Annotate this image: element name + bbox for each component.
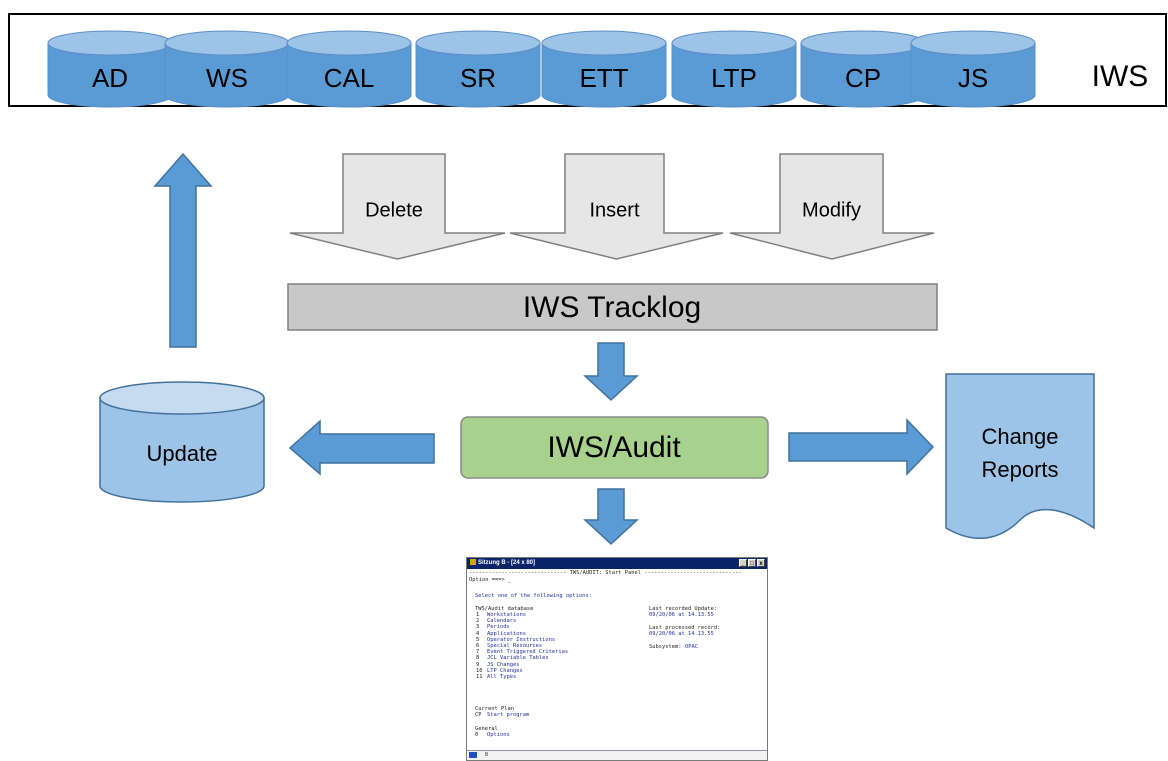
db-option-number: 7 xyxy=(476,649,480,656)
db-option-number: 3 xyxy=(476,624,480,631)
plan-item-num: CP xyxy=(475,712,482,718)
db-option-number: 10 xyxy=(476,667,483,674)
terminal-app-icon xyxy=(470,559,476,565)
plan-item-label[interactable]: Start program xyxy=(487,712,530,718)
database-label: SR xyxy=(460,63,496,93)
database-cylinder-ad: AD xyxy=(47,30,173,108)
audit-label: IWS/Audit xyxy=(547,431,681,464)
terminal-title: Sitzung B - [24 x 80] xyxy=(478,560,536,566)
operation-arrow-delete: Delete xyxy=(289,153,506,260)
db-option-label[interactable]: Periods xyxy=(487,624,510,631)
operation-arrow-insert: Insert xyxy=(509,153,724,260)
database-label: WS xyxy=(206,63,248,93)
status-indicator xyxy=(469,752,477,758)
up-arrow xyxy=(153,152,213,348)
minimize-icon[interactable]: _ xyxy=(739,559,747,567)
database-label: LTP xyxy=(711,63,757,93)
db-option-label[interactable]: LTP Changes xyxy=(487,667,523,674)
tracklog-label: IWS Tracklog xyxy=(523,291,701,324)
database-cylinder-js: JS xyxy=(910,30,1036,108)
section-plan-title: Current Plan xyxy=(475,706,514,712)
section-general-title: General xyxy=(475,726,498,732)
db-option-label[interactable]: Event Triggered Criterias xyxy=(487,649,569,656)
database-cylinder-sr: SR xyxy=(415,30,541,108)
subsystem-value: OPAC xyxy=(685,644,698,650)
update-label: Update xyxy=(147,441,218,466)
subsystem-label: Subsystem: xyxy=(649,644,682,650)
database-cylinder-ett: ETT xyxy=(541,30,667,108)
db-option-label[interactable]: Workstations xyxy=(487,612,526,618)
update-database xyxy=(99,381,265,503)
operation-label: Modify xyxy=(802,199,861,221)
database-cylinder-ws: WS xyxy=(164,30,290,108)
change-reports-document xyxy=(945,373,1095,540)
right-arrow-reports xyxy=(788,418,935,476)
database-label: CAL xyxy=(324,63,375,93)
db-option-label[interactable]: JCL Variable Tables xyxy=(487,655,549,662)
last-processed-label: Last processed record: xyxy=(649,625,721,631)
last-update-label: Last recorded Update: xyxy=(649,606,718,612)
operation-arrows: Delete Insert Modify xyxy=(289,153,935,260)
last-update-value: 09/20/06 at 14.13.55 xyxy=(649,612,714,618)
last-processed-value: 09/20/06 at 14.13.55 xyxy=(649,631,714,637)
db-option-number: 11 xyxy=(476,674,483,680)
audit-box xyxy=(460,416,769,479)
instruction-text: Select one of the following options: xyxy=(475,593,592,599)
db-option-number: 6 xyxy=(476,643,480,649)
operation-label: Insert xyxy=(589,199,639,221)
status-text: B xyxy=(485,752,489,758)
database-label: ETT xyxy=(579,63,628,93)
db-option-label[interactable]: Operator Instructions xyxy=(487,636,556,643)
terminal-window: Sitzung B - [24 x 80] _ □ x ------------… xyxy=(466,557,768,761)
db-option-label[interactable]: Special Resources xyxy=(487,643,543,649)
down-arrow-terminal xyxy=(583,488,639,546)
terminal-titlebar: Sitzung B - [24 x 80] _ □ x xyxy=(467,558,767,569)
db-option-number: 5 xyxy=(476,636,480,643)
database-cylinder-ltp: LTP xyxy=(671,30,797,108)
operation-arrow-modify: Modify xyxy=(729,153,935,260)
database-label: JS xyxy=(958,63,988,93)
db-option-label[interactable]: JS Changes xyxy=(487,661,520,668)
db-option-number: 8 xyxy=(476,655,480,662)
iws-label: IWS xyxy=(1092,60,1149,93)
close-icon[interactable]: x xyxy=(757,559,765,567)
maximize-icon[interactable]: □ xyxy=(748,559,756,567)
general-item-num: 0 xyxy=(475,732,479,738)
left-arrow-update xyxy=(288,419,435,476)
database-cylinder-cp: CP xyxy=(800,30,926,108)
option-prompt[interactable]: Option ===> _ xyxy=(469,577,512,583)
general-item-label[interactable]: Options xyxy=(487,732,510,738)
db-option-number: 1 xyxy=(476,612,480,618)
db-option-label[interactable]: Applications xyxy=(487,630,526,637)
database-cylinder-cal: CAL xyxy=(286,30,412,108)
panel-header: ------------------------------ TWS/AUDIT… xyxy=(469,570,742,576)
down-arrow-tracklog xyxy=(583,342,639,402)
change-reports-line1: Change xyxy=(981,424,1058,449)
db-option-label[interactable]: Calendars xyxy=(487,618,517,625)
operation-label: Delete xyxy=(365,199,423,221)
db-option-number: 9 xyxy=(476,661,480,668)
database-cylinders: AD WS CAL SR ETT LTP CP JS xyxy=(47,30,1036,108)
database-label: CP xyxy=(845,63,881,93)
db-option-label[interactable]: All Types xyxy=(487,674,517,680)
db-option-number: 4 xyxy=(476,630,480,637)
terminal-statusbar: B xyxy=(467,750,767,760)
tracklog-box xyxy=(287,283,938,331)
database-label: AD xyxy=(92,63,128,93)
change-reports-line2: Reports xyxy=(981,457,1058,482)
db-option-number: 2 xyxy=(476,618,480,625)
section-db-title: TWS/Audit database xyxy=(475,606,534,612)
terminal-screen: ------------------------------ TWS/AUDIT… xyxy=(467,569,767,752)
